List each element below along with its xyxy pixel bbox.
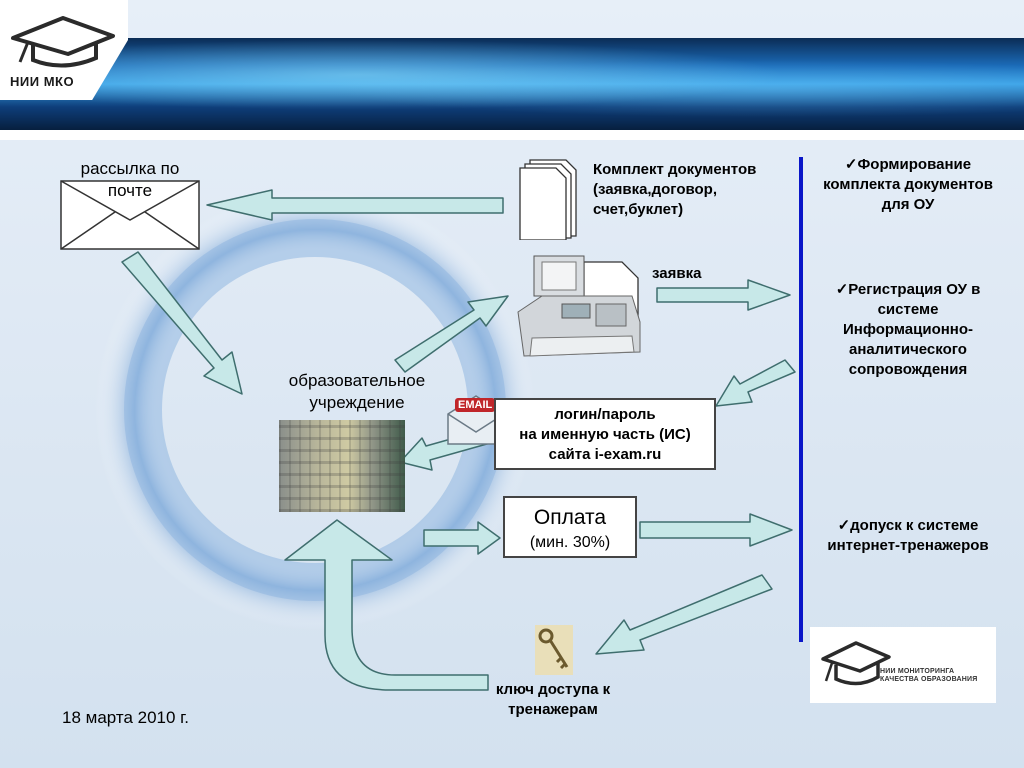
date-label: 18 марта 2010 г. [62,708,190,727]
login-box [494,398,716,470]
institute-logo-line-1: НИИ МОНИТОРИНГА [880,668,955,675]
arrow-institution-to-fax [394,295,509,373]
key-icon [538,628,569,670]
arrow-registration-to-login [715,359,796,407]
payment-subtitle: (мин. 30%) [529,534,611,551]
org-logo-text: НИИ МКО [10,74,75,89]
checkmark-icon: ✓ [835,281,849,298]
request-label: заявка [652,265,702,282]
institute-logo-text: НИИ МОНИТОРИНГА КАЧЕСТВА ОБРАЗОВАНИЯ [880,668,977,684]
header-banner: НИИ МКО [0,0,1024,140]
documents-kit-text: Комплект документов (заявка,договор, сче… [593,161,757,218]
org-logo: НИИ МКО [0,0,128,100]
login-line-1: логин/пароль [554,406,656,423]
arrow-key-return [284,519,489,691]
banner-graphic [0,38,1024,130]
login-text: логин/пароль на именную часть (ИС) сайта… [494,405,716,465]
arrow-request-right [656,279,791,311]
step-access: ✓допуск к системе интернет-тренажеров [818,516,998,556]
payment-box [503,496,637,558]
key-frame [535,625,573,675]
key-label: ключ доступа к тренажерам [495,681,611,718]
step-registration: ✓Регистрация ОУ в системе Информационно-… [818,280,998,380]
login-line-2: на именную часть (ИС) [519,426,691,443]
documents-icon [519,159,577,240]
arrow-mail-to-institution [121,251,243,395]
fax-icon [517,255,641,357]
institute-logo [810,627,996,703]
step-1-text: Формирование комплекта документов для ОУ [823,156,993,213]
email-badge: EMAIL [455,398,496,412]
step-forming-documents: ✓Формирование комплекта документов для О… [818,155,998,215]
checkmark-icon: ✓ [837,517,851,534]
arrow-payment-right [639,513,793,547]
step-3-text: допуск к системе интернет-тренажеров [827,517,989,554]
login-line-3: сайта i-exam.ru [548,446,662,463]
graduation-cap-icon [821,641,891,686]
arrow-to-payment [423,521,501,555]
divider-line [799,157,803,642]
checkmark-icon: ✓ [844,156,858,173]
payment-title: Оплата [533,506,607,529]
graduation-cap-icon [11,16,115,68]
institute-logo-line-2: КАЧЕСТВА ОБРАЗОВАНИЯ [880,676,978,683]
arrow-docs-to-mail [206,189,504,221]
mail-label: рассылка по почте [80,159,180,200]
envelope-icon [60,180,200,250]
institution-photo [279,420,405,512]
arrow-access-to-key [595,574,773,655]
step-2-text: Регистрация ОУ в системе Информационно-а… [842,281,981,378]
header-divider [0,130,1024,140]
institution-label: образовательное учреждение [288,371,426,412]
